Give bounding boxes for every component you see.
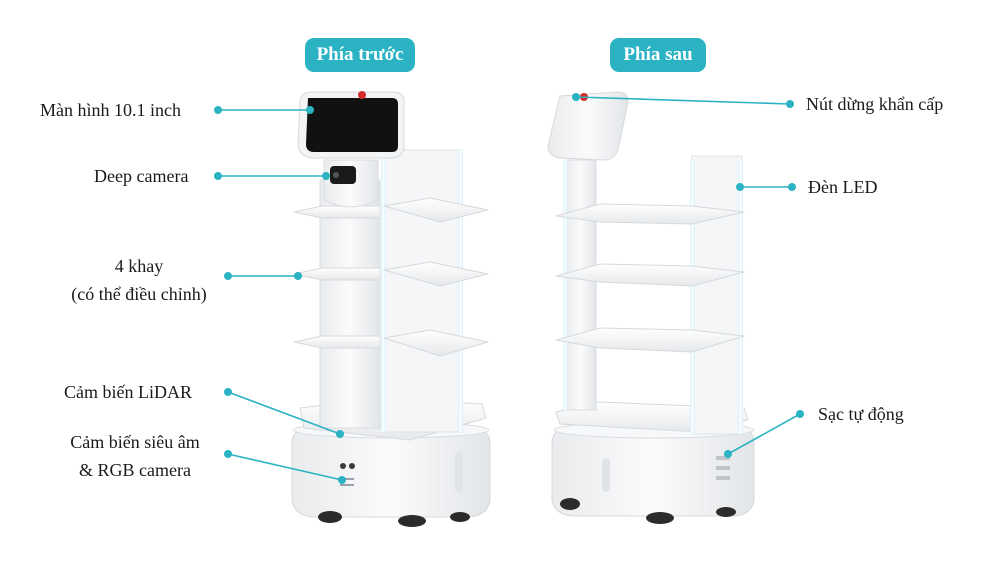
back-robot [547,91,755,524]
led-label: Đèn LED [808,177,878,197]
lidar-label: Cảm biến LiDAR [64,382,192,402]
auto-charge-label: Sạc tự động [818,404,904,424]
trays-label-line1: 4 khay [114,256,164,276]
ultrasonic-label: Cảm biến siêu âm & RGB camera [50,430,220,482]
deep-camera-label: Deep camera [94,166,189,186]
screen-label: Màn hình 10.1 inch [40,100,181,120]
ultrasonic-label-line1: Cảm biến siêu âm [70,432,200,452]
emergency-stop-label: Nút dừng khẩn cấp [806,94,944,114]
trays-label-line2: (có thể điều chỉnh) [71,284,207,304]
leader-lines [214,93,804,484]
back-view-badge: Phía sau [610,38,706,72]
front-robot [291,91,491,527]
trays-label: 4 khay (có thể điều chỉnh) [46,254,232,306]
ultrasonic-label-line2: & RGB camera [79,460,191,480]
front-view-badge: Phía trước [305,38,415,72]
